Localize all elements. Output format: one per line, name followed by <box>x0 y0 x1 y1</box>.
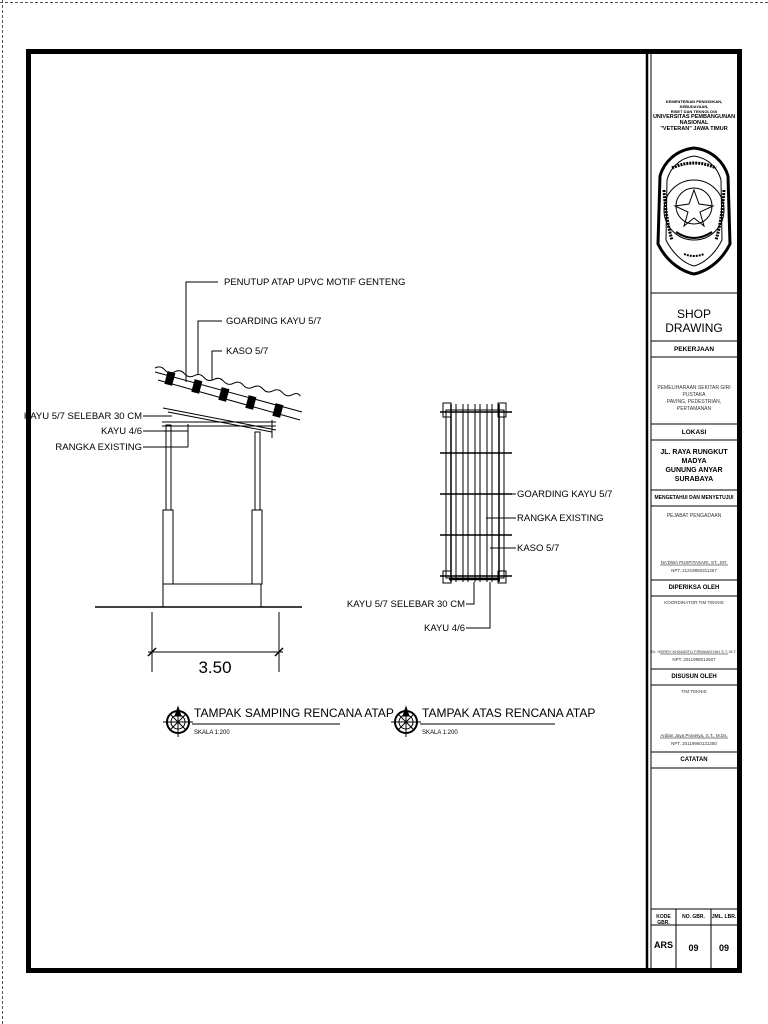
institution-line-2: RISET DAN TEKNOLOGI <box>670 109 718 114</box>
disusun-nip: NPT. 20119960131250 <box>671 741 717 746</box>
mengetahui-nip: NPT. 21219850311267 <box>671 568 717 573</box>
label-kayu-selebar-side: KAYU 5/7 SELEBAR 30 CM <box>24 411 142 422</box>
title-block-frame <box>645 54 737 968</box>
leader-kaso <box>211 350 222 380</box>
label-kayu-selebar-top: KAYU 5/7 SELEBAR 30 CM <box>347 599 465 610</box>
label-kayu-46-side: KAYU 4/6 <box>101 426 142 437</box>
left-post <box>165 424 172 511</box>
jml-lbr-label: JML. LBR. <box>711 914 737 920</box>
diperiksa-role: KOORDINATOR TIM TEKNIS <box>664 600 724 605</box>
leader-kayu-46-top <box>466 582 491 629</box>
lokasi-line-2: GUNUNG ANYAR <box>665 467 723 474</box>
mengetahui-label: MENGETAHUI DAN MENYETUJUI <box>654 495 734 501</box>
lokasi-line-1: JL. RAYA RUNGKUT MADYA <box>660 449 728 465</box>
disusun-label: DISUSUN OLEH <box>671 674 717 680</box>
lokasi-line-3: SURABAYA <box>674 476 714 483</box>
side-view-drawing <box>95 281 303 672</box>
institution-line-1: KEMENTERIAN PENDIDIKAN, KEBUDAYAAN, <box>665 99 723 109</box>
leader-goarding <box>197 320 222 375</box>
pekerjaan-label: PEKERJAAN <box>673 346 715 353</box>
label-kaso-top: KASO 5/7 <box>517 543 559 554</box>
right-post <box>254 431 261 511</box>
foundation-block <box>162 583 262 608</box>
mengetahui-role: PEJABAT PENGADAAN <box>666 513 722 519</box>
leader-kayu-selebar-top <box>466 582 475 605</box>
label-roof-cover: PENUTUP ATAP UPVC MOTIF GENTENG <box>224 277 405 288</box>
no-gbr-label: NO. GBR. <box>682 914 705 920</box>
diperiksa-name: Dr. HERRY KHANDITU FIRMANSYAH S.T.,M.T. <box>651 649 737 654</box>
kode-gbr-value: ARS <box>653 940 673 950</box>
label-kayu-46-top: KAYU 4/6 <box>424 623 465 634</box>
mengetahui-name: NA'DWA PUSPITASARI, ST., MT. <box>660 560 728 565</box>
kode-gbr-label: KODE GBR. <box>656 914 671 926</box>
label-rangka-top: RANGKA EXISTING <box>517 513 604 524</box>
institution-block: KEMENTERIAN PENDIDIKAN, KEBUDAYAAN, RISE… <box>651 99 737 132</box>
drawing-sheet-border <box>26 49 742 973</box>
right-post-base <box>251 509 263 585</box>
university-logo-icon <box>656 146 732 276</box>
sheet-title: SHOP DRAWING <box>665 307 723 335</box>
disusun-name: Ardian Jaya Prasetya, S.T., M.Ds. <box>660 733 728 738</box>
pekerjaan-line-1: PEMELIHARAAN SEKITAR GIRI PUSTAKA <box>657 385 731 398</box>
compass-icon <box>163 705 193 737</box>
dimension-text: 3.50 <box>198 658 231 677</box>
leader-roof-cover <box>185 281 218 382</box>
page-dashed-border-left <box>2 0 3 1024</box>
institution-line-3: UNIVERSITAS PEMBANGUNAN NASIONAL <box>652 114 736 126</box>
no-gbr-value: 09 <box>688 943 699 953</box>
label-goarding-top: GOARDING KAYU 5/7 <box>517 489 612 500</box>
lokasi-label: LOKASI <box>681 429 707 436</box>
existing-frame-slope <box>162 407 277 431</box>
disusun-role: TIM TEKNIS <box>681 689 707 694</box>
jml-lbr-value: 09 <box>718 943 729 953</box>
top-view-title: TAMPAK ATAS RENCANA ATAP <box>422 706 595 720</box>
kaso-blocks <box>164 371 284 418</box>
pekerjaan-line-2: PAVING, PEDESTRIAN, PERTAMANAN <box>666 399 722 412</box>
catatan-label: CATATAN <box>680 757 708 763</box>
label-rangka-side: RANGKA EXISTING <box>55 442 142 453</box>
side-view-scale: SKALA 1:200 <box>194 730 230 736</box>
label-kaso-side: KASO 5/7 <box>226 346 268 357</box>
diperiksa-nip: NPT. 2011988012607 <box>672 657 716 662</box>
top-view-drawing <box>440 402 516 629</box>
compass-icon <box>391 705 421 737</box>
top-view-scale: SKALA 1:200 <box>422 730 458 736</box>
institution-line-4: "VETERAN" JAWA TIMUR <box>660 126 728 132</box>
roof-cover-upvc <box>154 366 301 397</box>
side-view-title: TAMPAK SAMPING RENCANA ATAP <box>194 706 394 720</box>
label-goarding-side: GOARDING KAYU 5/7 <box>226 316 321 327</box>
diperiksa-label: DIPERIKSA OLEH <box>668 585 720 591</box>
page-dashed-border-top <box>0 2 768 3</box>
left-post-base <box>162 509 174 585</box>
pekerjaan-value: PEMELIHARAAN SEKITAR GIRI PUSTAKA PAVING… <box>651 385 737 413</box>
lokasi-value: JL. RAYA RUNGKUT MADYA GUNUNG ANYAR SURA… <box>651 448 737 484</box>
